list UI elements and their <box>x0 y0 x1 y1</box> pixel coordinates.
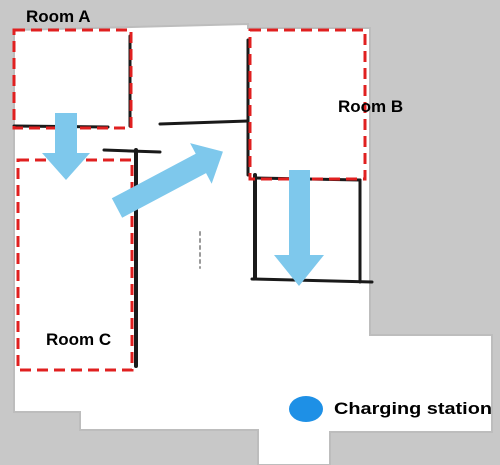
arrow-icon <box>42 113 90 180</box>
room-a-label: Room A <box>26 7 91 26</box>
charging-station-icon <box>289 396 323 422</box>
wall <box>158 119 250 126</box>
room-b-outline <box>248 28 367 181</box>
room-b-label: Room B <box>338 97 403 116</box>
direction-arrows <box>42 113 324 286</box>
room-c-label: Room C <box>46 330 111 349</box>
arrow-icon <box>111 143 223 218</box>
wall <box>102 148 162 154</box>
wall <box>250 277 374 284</box>
charging-station-label: Charging station <box>334 399 492 418</box>
arrow-icon <box>274 170 324 286</box>
